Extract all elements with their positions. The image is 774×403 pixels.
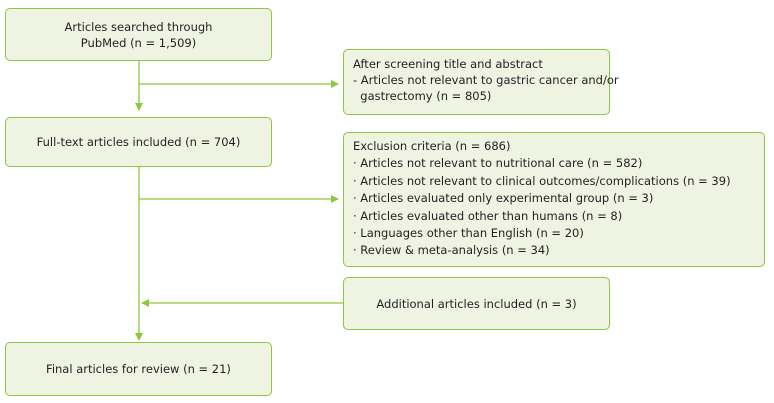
- fulltext-line-1: Full-text articles included (n = 704): [36, 135, 241, 149]
- screening-line-3: gastrectomy (n = 805): [353, 89, 492, 103]
- exclusion-line-2: · Articles not relevant to nutritional c…: [353, 156, 643, 171]
- exclusion-line-5: · Articles evaluated other than humans (…: [353, 208, 623, 223]
- additional-articles-box: Additional articles included (n = 3): [343, 277, 610, 330]
- final-line-1: Final articles for review (n = 21): [46, 362, 231, 376]
- exclusion-line-4: · Articles evaluated only experimental g…: [353, 191, 654, 206]
- exclusion-line-1: Exclusion criteria (n = 686): [353, 139, 511, 153]
- exclusion-line-7: · Review & meta-analysis (n = 34): [353, 243, 550, 258]
- pubmed-search-box: Articles searched through PubMed (n = 1,…: [5, 8, 272, 61]
- screening-line-2: - Articles not relevant to gastric cance…: [353, 73, 619, 87]
- screening-exclusion-box: After screening title and abstract - Art…: [343, 49, 619, 115]
- screening-line-1: After screening title and abstract: [353, 57, 543, 71]
- fulltext-box: Full-text articles included (n = 704): [5, 117, 272, 167]
- exclusion-line-3: · Articles not relevant to clinical outc…: [353, 173, 731, 188]
- pubmed-line-2: PubMed (n = 1,509): [80, 35, 197, 50]
- pubmed-line-1: Articles searched through: [64, 19, 213, 34]
- exclusion-line-6: · Languages other than English (n = 20): [353, 226, 584, 241]
- final-articles-box: Final articles for review (n = 21): [5, 342, 272, 396]
- additional-line-1: Additional articles included (n = 3): [376, 296, 577, 311]
- exclusion-criteria-box: Exclusion criteria (n = 686) · Articles …: [343, 132, 765, 267]
